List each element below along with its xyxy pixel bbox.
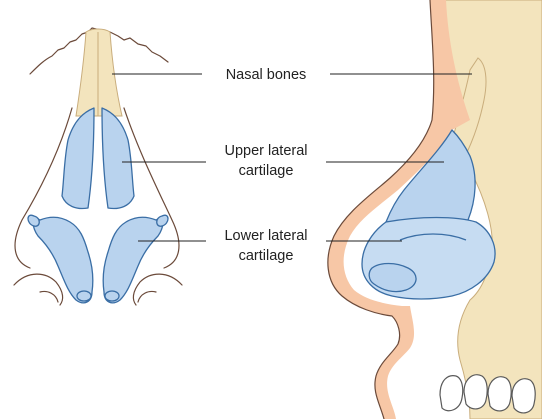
tooth-2 — [464, 375, 487, 409]
frontal-nasal-bones — [76, 29, 122, 116]
frontal-medial-crus-left — [77, 291, 91, 301]
frontal-right-ala — [133, 274, 182, 305]
tooth-3 — [488, 377, 511, 411]
label-upper-lateral-line1: Upper lateral — [224, 143, 307, 159]
frontal-left-ala — [14, 274, 63, 305]
label-upper-lateral-line2: cartilage — [239, 163, 294, 179]
label-nasal-bones: Nasal bones — [226, 67, 307, 83]
frontal-sesamoid-left — [28, 215, 39, 226]
frontal-sesamoid-right — [157, 215, 168, 226]
lateral-nose-view — [328, 0, 542, 419]
frontal-right-nostril — [138, 291, 156, 302]
tooth-4 — [512, 379, 535, 413]
label-nasal-bones-group: Nasal bones — [112, 67, 472, 83]
frontal-lower-lateral-cartilage-right — [103, 217, 163, 303]
label-lower-lateral-line2: cartilage — [239, 248, 294, 264]
frontal-nose-view — [14, 28, 182, 305]
tooth-1 — [440, 376, 463, 411]
frontal-lower-lateral-cartilage-left — [33, 217, 93, 303]
frontal-medial-crus-right — [105, 291, 119, 301]
frontal-left-nostril — [40, 291, 58, 302]
label-lower-lateral-line1: Lower lateral — [224, 228, 307, 244]
